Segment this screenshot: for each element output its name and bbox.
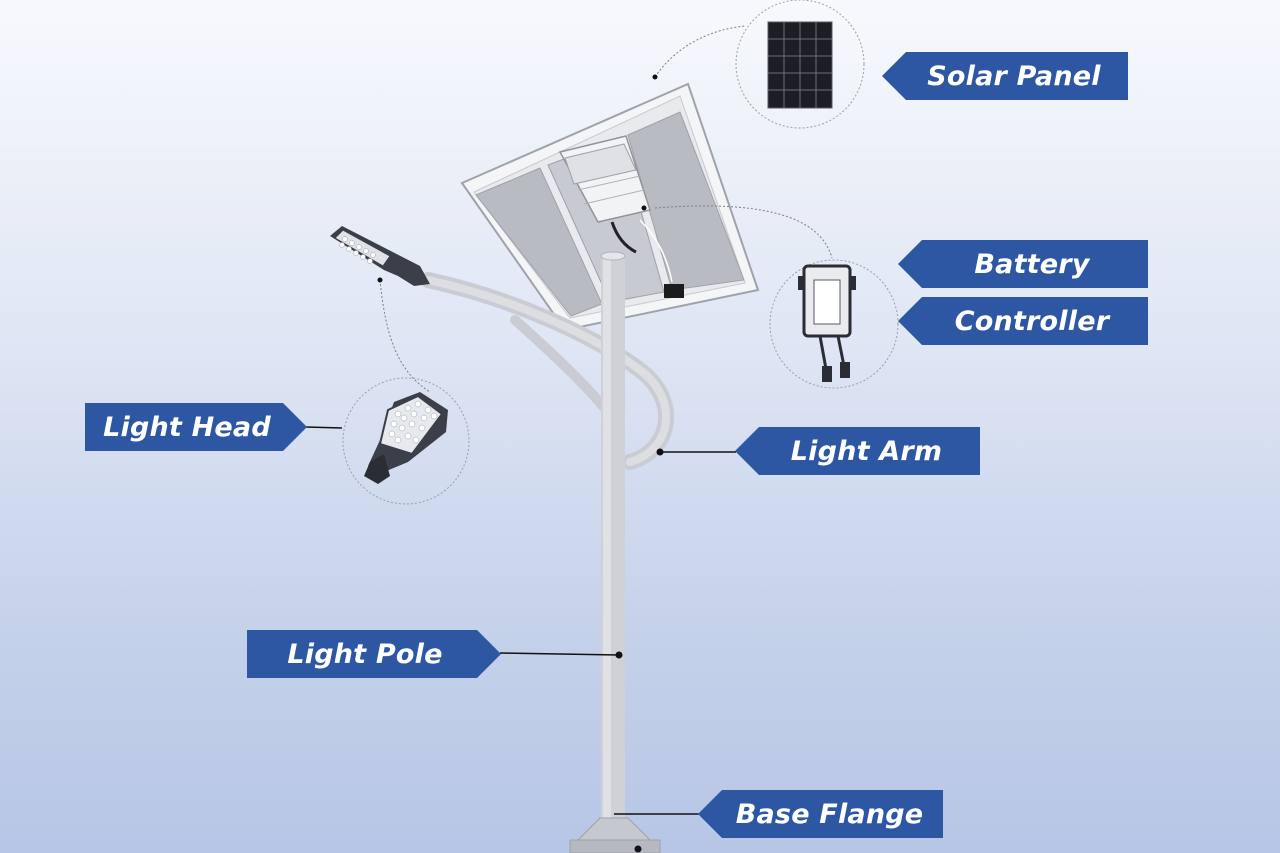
light-arm-label: Light Arm bbox=[735, 427, 980, 475]
lamp-head bbox=[330, 226, 430, 286]
controller-label: Controller bbox=[898, 297, 1148, 345]
battery-label: Battery bbox=[898, 240, 1148, 288]
solar-panel-label: Solar Panel bbox=[882, 52, 1128, 100]
light-pole-label: Light Pole bbox=[247, 630, 501, 678]
light-head-icon bbox=[364, 392, 448, 484]
solar-panel-icon bbox=[767, 21, 833, 109]
leader-lines bbox=[305, 426, 736, 815]
light-pole bbox=[600, 251, 626, 826]
callout-arcs bbox=[379, 25, 833, 393]
solar-panel bbox=[460, 82, 760, 332]
light-head-inset bbox=[342, 377, 470, 505]
base-flange-label: Base Flange bbox=[698, 790, 943, 838]
base-flange bbox=[569, 817, 661, 853]
light-arm bbox=[420, 272, 675, 470]
battery-controller-icon bbox=[798, 264, 856, 382]
solar-panel-inset bbox=[735, 0, 865, 129]
battery-controller-inset bbox=[769, 259, 899, 389]
light-head-label: Light Head bbox=[85, 403, 307, 451]
